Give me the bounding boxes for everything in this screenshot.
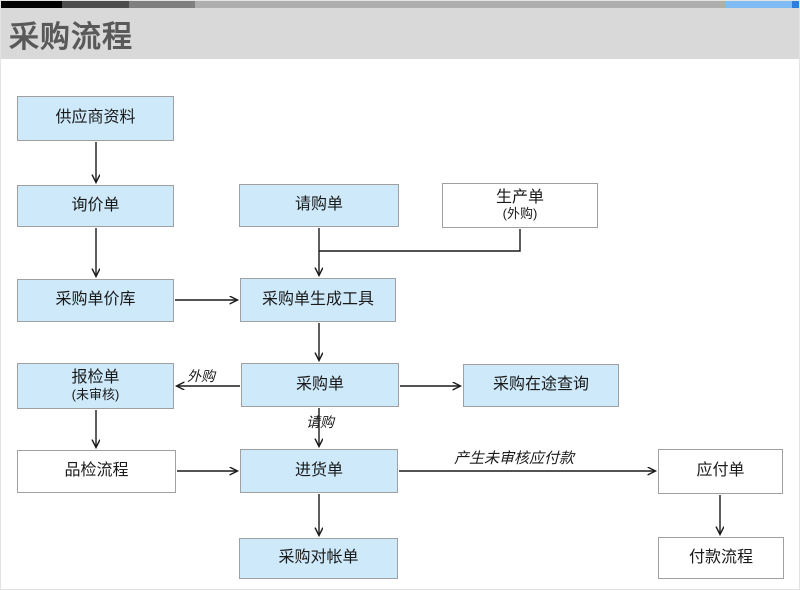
node-label: 报检单 bbox=[71, 369, 120, 387]
node-label: 生产单 bbox=[495, 188, 544, 206]
title-band: 采购流程 bbox=[1, 8, 799, 59]
node-label: 采购对帐单 bbox=[278, 549, 359, 567]
node-production-order: 生产单 (外购) bbox=[442, 183, 598, 228]
node-goods-receipt: 进货单 bbox=[240, 449, 398, 493]
node-payment-process: 付款流程 bbox=[658, 537, 784, 579]
node-transit-query: 采购在途查询 bbox=[463, 364, 619, 407]
node-label: 付款流程 bbox=[688, 548, 753, 566]
node-quality-process: 品检流程 bbox=[17, 450, 176, 493]
node-purchase-requisition: 请购单 bbox=[239, 184, 399, 227]
node-supplier-info: 供应商资料 bbox=[17, 96, 174, 141]
node-label: 询价单 bbox=[71, 196, 120, 214]
node-label: 供应商资料 bbox=[55, 109, 136, 127]
node-label: 进货单 bbox=[294, 461, 343, 479]
page-title: 采购流程 bbox=[9, 20, 133, 54]
edge-label-requisition: 请购 bbox=[306, 414, 334, 430]
node-label: 品检流程 bbox=[64, 462, 129, 480]
node-payable: 应付单 bbox=[658, 449, 783, 494]
node-purchase-order: 采购单 bbox=[241, 363, 399, 407]
node-sublabel: (未审核) bbox=[71, 386, 120, 402]
node-inspection-request: 报检单 (未审核) bbox=[17, 363, 174, 409]
edge-label-generate-payable: 产生未审核应付款 bbox=[454, 450, 575, 467]
node-purchase-statement: 采购对帐单 bbox=[239, 538, 398, 579]
node-label: 采购在途查询 bbox=[492, 376, 589, 394]
node-price-library: 采购单价库 bbox=[17, 279, 174, 322]
node-label: 采购单生成工具 bbox=[261, 290, 374, 308]
node-label: 应付单 bbox=[696, 462, 745, 480]
node-po-generator: 采购单生成工具 bbox=[240, 278, 396, 322]
top-gradient-bar bbox=[1, 1, 799, 8]
node-label: 采购单 bbox=[295, 375, 344, 393]
node-label: 采购单价库 bbox=[55, 291, 136, 309]
edge-label-outsourced: 外购 bbox=[187, 368, 215, 384]
node-label: 请购单 bbox=[294, 196, 343, 214]
node-inquiry-form: 询价单 bbox=[17, 185, 174, 227]
node-sublabel: (外购) bbox=[502, 206, 538, 222]
